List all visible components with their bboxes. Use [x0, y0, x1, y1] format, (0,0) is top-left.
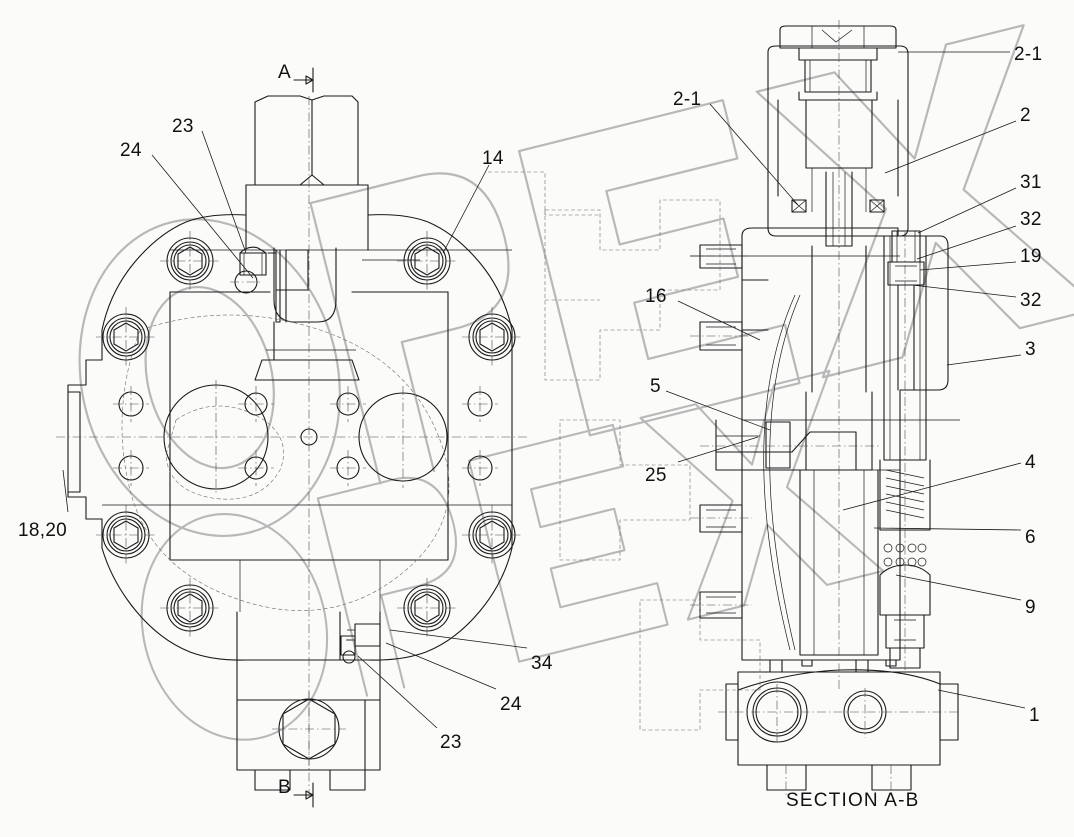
construction-lines-right: [690, 255, 960, 471]
leader-line-24: [385, 642, 497, 690]
callout-label-c32a: 32: [1020, 209, 1042, 230]
hidden-outline-left: [121, 314, 450, 611]
spool-assembly: [700, 419, 880, 471]
callout-label-c21l: 2-1: [673, 89, 702, 110]
base-block: [718, 669, 960, 795]
callout-label-c14: 14: [482, 148, 504, 169]
leader-line-34: [389, 629, 528, 649]
small-bolt-holes: [113, 386, 498, 486]
callout-label-c9: 9: [1025, 597, 1036, 618]
section-arrow-b: [293, 782, 314, 808]
callout-label-c3: 3: [1025, 339, 1036, 360]
callout-label-c19: 19: [1020, 246, 1042, 267]
fitting-31-32-19: [887, 230, 925, 391]
callout-label-c1: 1: [1029, 705, 1040, 726]
section-arrow-a: [293, 67, 314, 93]
callout-label-c25: 25: [645, 465, 667, 486]
bottom-small-fitting: [340, 623, 381, 664]
callout-label-c31: 31: [1020, 172, 1042, 193]
leader-line-25: [677, 436, 759, 463]
callout-label-c34: 34: [531, 653, 553, 674]
hidden-outline-right: [488, 171, 761, 731]
watermark-opex-lower: [140, 369, 885, 741]
seal-2-1: [791, 199, 885, 213]
leader-line-24: [151, 154, 254, 279]
callout-label-c23b: 23: [440, 732, 462, 753]
watermark-opex: [78, 24, 1074, 537]
callout-label-c2: 2: [1020, 105, 1031, 126]
section-marker-b-label: B: [278, 777, 291, 798]
top-hex-plug: [779, 25, 897, 101]
leader-line-5: [665, 390, 771, 431]
callout-label-c1820: 18,20: [18, 520, 68, 541]
leader-line-23: [357, 655, 438, 729]
socket-head-screws: [96, 231, 522, 638]
leader-line-14: [442, 164, 490, 254]
callout-label-c24: 24: [120, 140, 142, 161]
callout-label-c21t: 2-1: [1014, 44, 1043, 65]
leader-line-6: [873, 527, 1022, 531]
section-arc-detail: [763, 294, 801, 651]
callout-label-c32b: 32: [1020, 290, 1042, 311]
leader-line-3: [946, 354, 1022, 366]
callout-label-c6: 6: [1025, 527, 1036, 548]
right-section-view: [488, 20, 960, 795]
leader-line-16: [677, 300, 761, 341]
leader-line-32: [911, 284, 1017, 298]
leader-line-9: [895, 574, 1022, 601]
leader-line-2: [884, 120, 1017, 174]
left-front-view: [56, 67, 530, 808]
section-marker-a-label: A: [278, 62, 291, 83]
leader-line-2-1: [709, 103, 799, 206]
cartridge-column: [879, 232, 931, 675]
leader-line-32: [916, 225, 1017, 260]
callout-label-c23: 23: [172, 116, 194, 137]
top-small-fitting: [230, 246, 267, 294]
base-tabs: [769, 659, 897, 673]
construction-lines-left: [102, 249, 512, 612]
leader-line-1820: [62, 469, 69, 513]
leader-line-1: [937, 689, 1026, 709]
leader-line-23: [201, 130, 247, 254]
leader-line-4: [842, 462, 1022, 511]
callout-label-c24b: 24: [500, 694, 522, 715]
leader-line-31: [917, 187, 1017, 234]
leader-line-19: [919, 261, 1017, 271]
section-view-title: SECTION A-B: [786, 790, 920, 811]
callout-label-c16: 16: [645, 286, 667, 307]
callout-label-c4: 4: [1025, 452, 1036, 473]
callout-label-c5: 5: [650, 376, 661, 397]
callout-leader-lines: [62, 51, 1026, 729]
center-lines-left: [56, 96, 530, 800]
